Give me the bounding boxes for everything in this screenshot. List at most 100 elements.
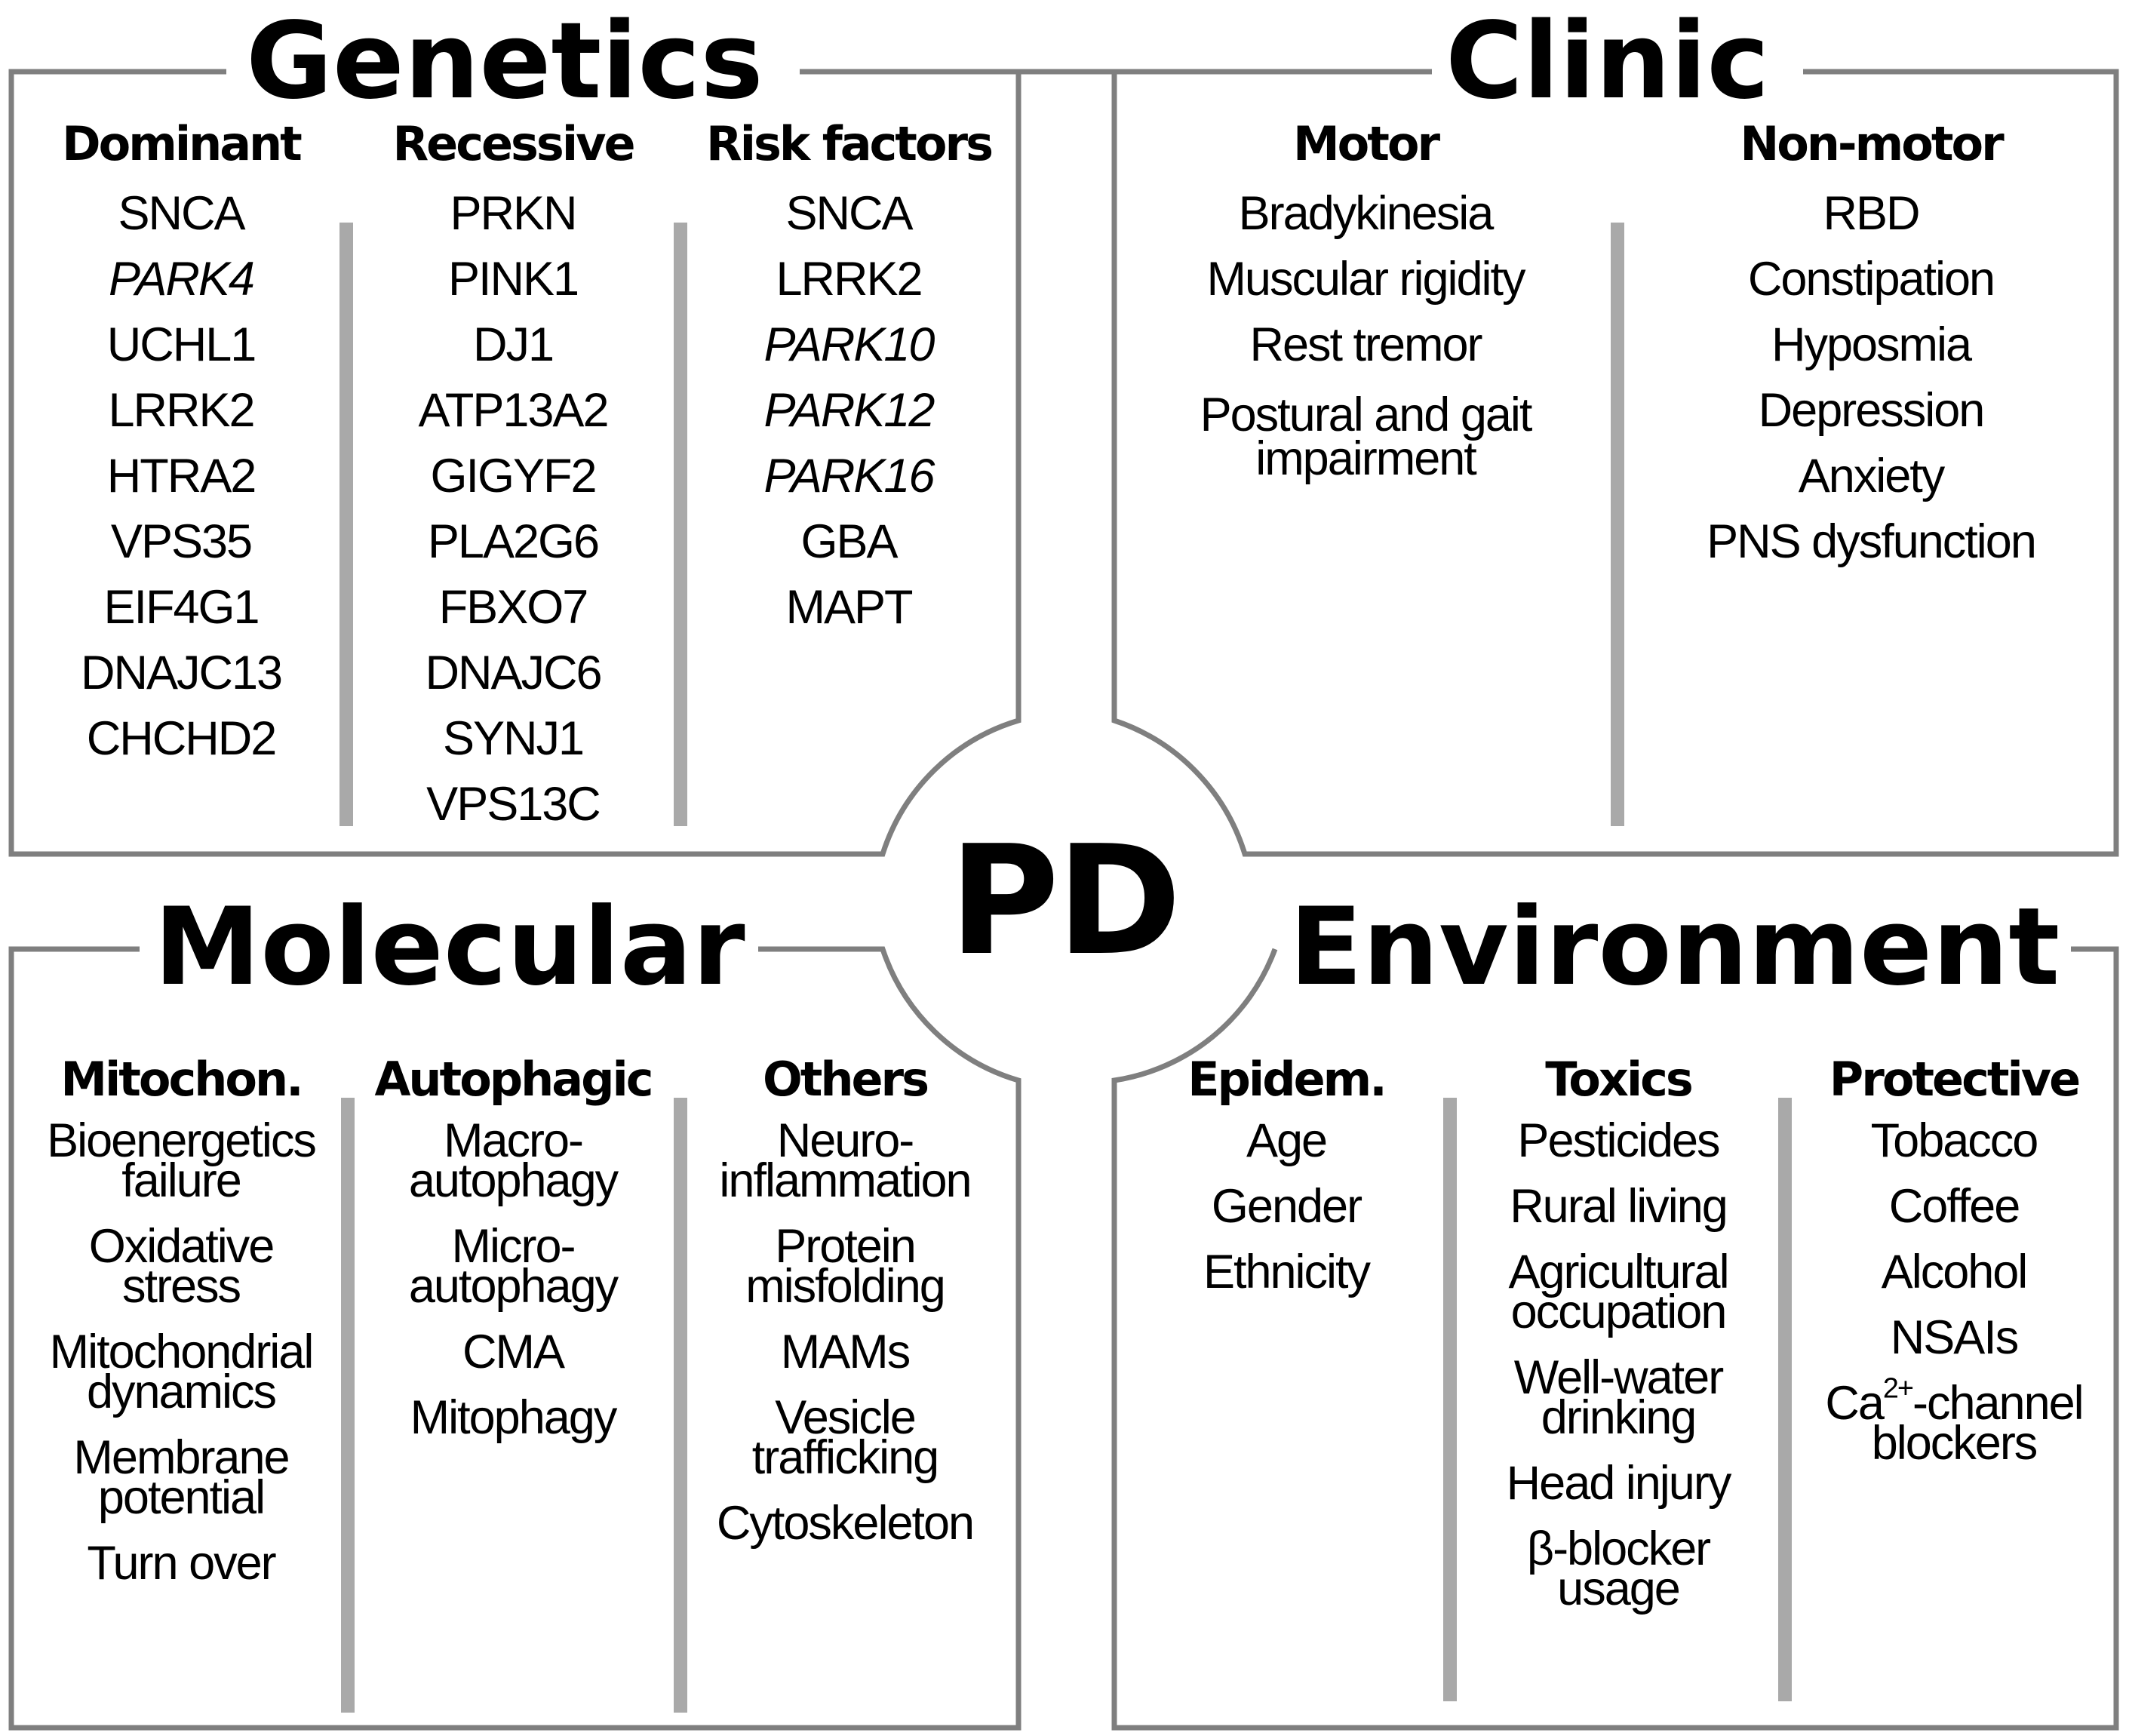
symptom-item: Postural and gait impairment [1200, 389, 1533, 485]
gene-item: DNAJC6 [425, 647, 602, 699]
molecular-mitochon-column: Mitochon. Bioenergetics failure Oxidativ… [23, 1056, 339, 1609]
symptom-item: Hyposmia [1771, 318, 1972, 371]
column-header: Others [762, 1052, 929, 1107]
mechanism-item: Micro- autophagy [408, 1220, 619, 1313]
factor-item: Alcohol [1881, 1246, 2029, 1298]
mechanism-item: Mitochondrial dynamics [49, 1326, 315, 1418]
gene-item: LRRK2 [108, 384, 255, 437]
gene-item: MAPT [785, 581, 913, 634]
factor-item: β-blocker usage [1526, 1522, 1711, 1615]
charge-superscript: 2+ [1882, 1372, 1914, 1405]
symptom-item: Depression [1758, 384, 1986, 437]
environment-epidem-column: Epidem. Age Gender Ethnicity [1135, 1056, 1437, 1318]
genetics-divider-1 [339, 223, 353, 826]
gene-item: VPS35 [110, 515, 253, 568]
molecular-divider-2 [674, 1098, 687, 1713]
factor-item: Pesticides [1517, 1114, 1720, 1167]
clinic-title: Clinic [1435, 9, 1780, 115]
factor-item: Tobacco [1870, 1114, 2039, 1167]
symptom-item: Anxiety [1798, 450, 1946, 502]
environment-divider-2 [1778, 1098, 1792, 1701]
column-header: Autophagic [374, 1052, 653, 1107]
genetics-title: Genetics [235, 9, 774, 115]
gene-item: CHCHD2 [86, 712, 278, 765]
column-header: Mitochon. [60, 1052, 303, 1107]
gene-item: SYNJ1 [442, 712, 585, 765]
column-header: Recessive [392, 116, 635, 171]
channel-blockers-text: -channel blockers [1871, 1377, 2084, 1470]
factor-item: Agricultural occupation [1508, 1246, 1729, 1338]
mechanism-item: Cytoskeleton [716, 1497, 975, 1550]
factor-item: Well-water drinking [1513, 1351, 1724, 1444]
column-header: Epidem. [1187, 1052, 1387, 1107]
gene-item: VPS13C [426, 778, 601, 831]
gene-item: PLA2G6 [427, 515, 600, 568]
clinic-motor-column: Motor Bradykinesia Muscular rigidity Res… [1177, 116, 1554, 485]
environment-protective-column: Protective Tobacco Coffee Alcohol NSAIs … [1796, 1056, 2112, 1489]
environment-divider-1 [1443, 1098, 1457, 1701]
environment-title: Environment [1279, 894, 2071, 1001]
gene-item: PRKN [450, 187, 577, 240]
molecular-divider-1 [341, 1098, 355, 1713]
gene-item: SNCA [118, 187, 245, 240]
gene-item: ATP13A2 [418, 384, 610, 437]
gene-item: GBA [800, 515, 898, 568]
gene-item: EIF4G1 [103, 581, 260, 634]
factor-item: Ca2+-channel blockers [1796, 1375, 2112, 1467]
gene-item: PARK16 [763, 450, 935, 502]
gene-item: DNAJC13 [80, 647, 283, 699]
mechanism-item: Turn over [87, 1537, 276, 1590]
symptom-item: RBD [1823, 187, 1920, 240]
gene-item: FBXO7 [438, 581, 589, 634]
mechanism-item: Oxidative stress [88, 1220, 275, 1313]
gene-item: LRRK2 [776, 253, 923, 306]
column-header: Non-motor [1740, 116, 2004, 171]
symptom-item: Bradykinesia [1238, 187, 1495, 240]
factor-item: Coffee [1888, 1180, 2020, 1233]
clinic-divider [1611, 223, 1624, 826]
mechanism-item: Bioenergetics failure [47, 1114, 317, 1207]
factor-item: NSAIs [1890, 1311, 2020, 1364]
factor-item: Head injury [1506, 1457, 1732, 1510]
column-header: Toxics [1545, 1052, 1694, 1107]
symptom-item: Constipation [1747, 253, 1995, 306]
genetics-divider-2 [674, 223, 687, 826]
mechanism-item: MAMs [780, 1326, 911, 1378]
symptom-item: PNS dysfunction [1707, 515, 2037, 568]
gene-item: PARK12 [763, 384, 935, 437]
factor-item: Ethnicity [1203, 1246, 1371, 1298]
genetics-risk-column: Risk factors SNCA LRRK2 PARK10 PARK12 PA… [690, 121, 1007, 641]
mechanism-item: CMA [462, 1326, 565, 1378]
symptom-item: Rest tremor [1249, 318, 1482, 371]
mechanism-item: Macro- autophagy [408, 1114, 619, 1207]
gene-item: DJ1 [472, 318, 555, 371]
mechanism-item: Protein misfolding [745, 1220, 946, 1313]
gene-item: UCHL1 [106, 318, 257, 371]
factor-item: Rural living [1510, 1180, 1728, 1233]
gene-item: PARK4 [109, 253, 255, 306]
mechanism-item: Neuro- inflammation [719, 1114, 972, 1207]
gene-item: SNCA [785, 187, 913, 240]
gene-item: GIGYF2 [430, 450, 597, 502]
molecular-title: Molecular [143, 894, 756, 1001]
clinic-nonmotor-column: Non-motor RBD Constipation Hyposmia Depr… [1652, 121, 2090, 575]
genetics-dominant-column: Dominant SNCA PARK4 UCHL1 LRRK2 HTRA2 VP… [30, 121, 332, 772]
gene-item: PARK10 [763, 318, 935, 371]
column-header: Motor [1292, 116, 1440, 171]
column-header: Protective [1829, 1052, 2081, 1107]
gene-item: HTRA2 [106, 450, 257, 502]
pd-label: PD [948, 813, 1182, 989]
calcium-symbol: Ca [1825, 1377, 1885, 1430]
molecular-autophagic-column: Autophagic Macro- autophagy Micro- autop… [355, 1056, 671, 1464]
environment-toxics-column: Toxics Pesticides Rural living Agricultu… [1464, 1056, 1773, 1635]
column-header: Risk factors [706, 116, 994, 171]
molecular-others-column: Others Neuro- inflammation Protein misfo… [687, 1056, 1003, 1569]
mechanism-item: Mitophagy [410, 1391, 618, 1444]
genetics-recessive-column: Recessive PRKN PINK1 DJ1 ATP13A2 GIGYF2 … [362, 121, 664, 837]
gene-item: PINK1 [447, 253, 579, 306]
mechanism-item: Membrane potential [73, 1431, 290, 1524]
factor-item: Age [1246, 1114, 1328, 1167]
factor-item: Gender [1211, 1180, 1362, 1233]
mechanism-item: Vesicle trafficking [751, 1391, 939, 1484]
